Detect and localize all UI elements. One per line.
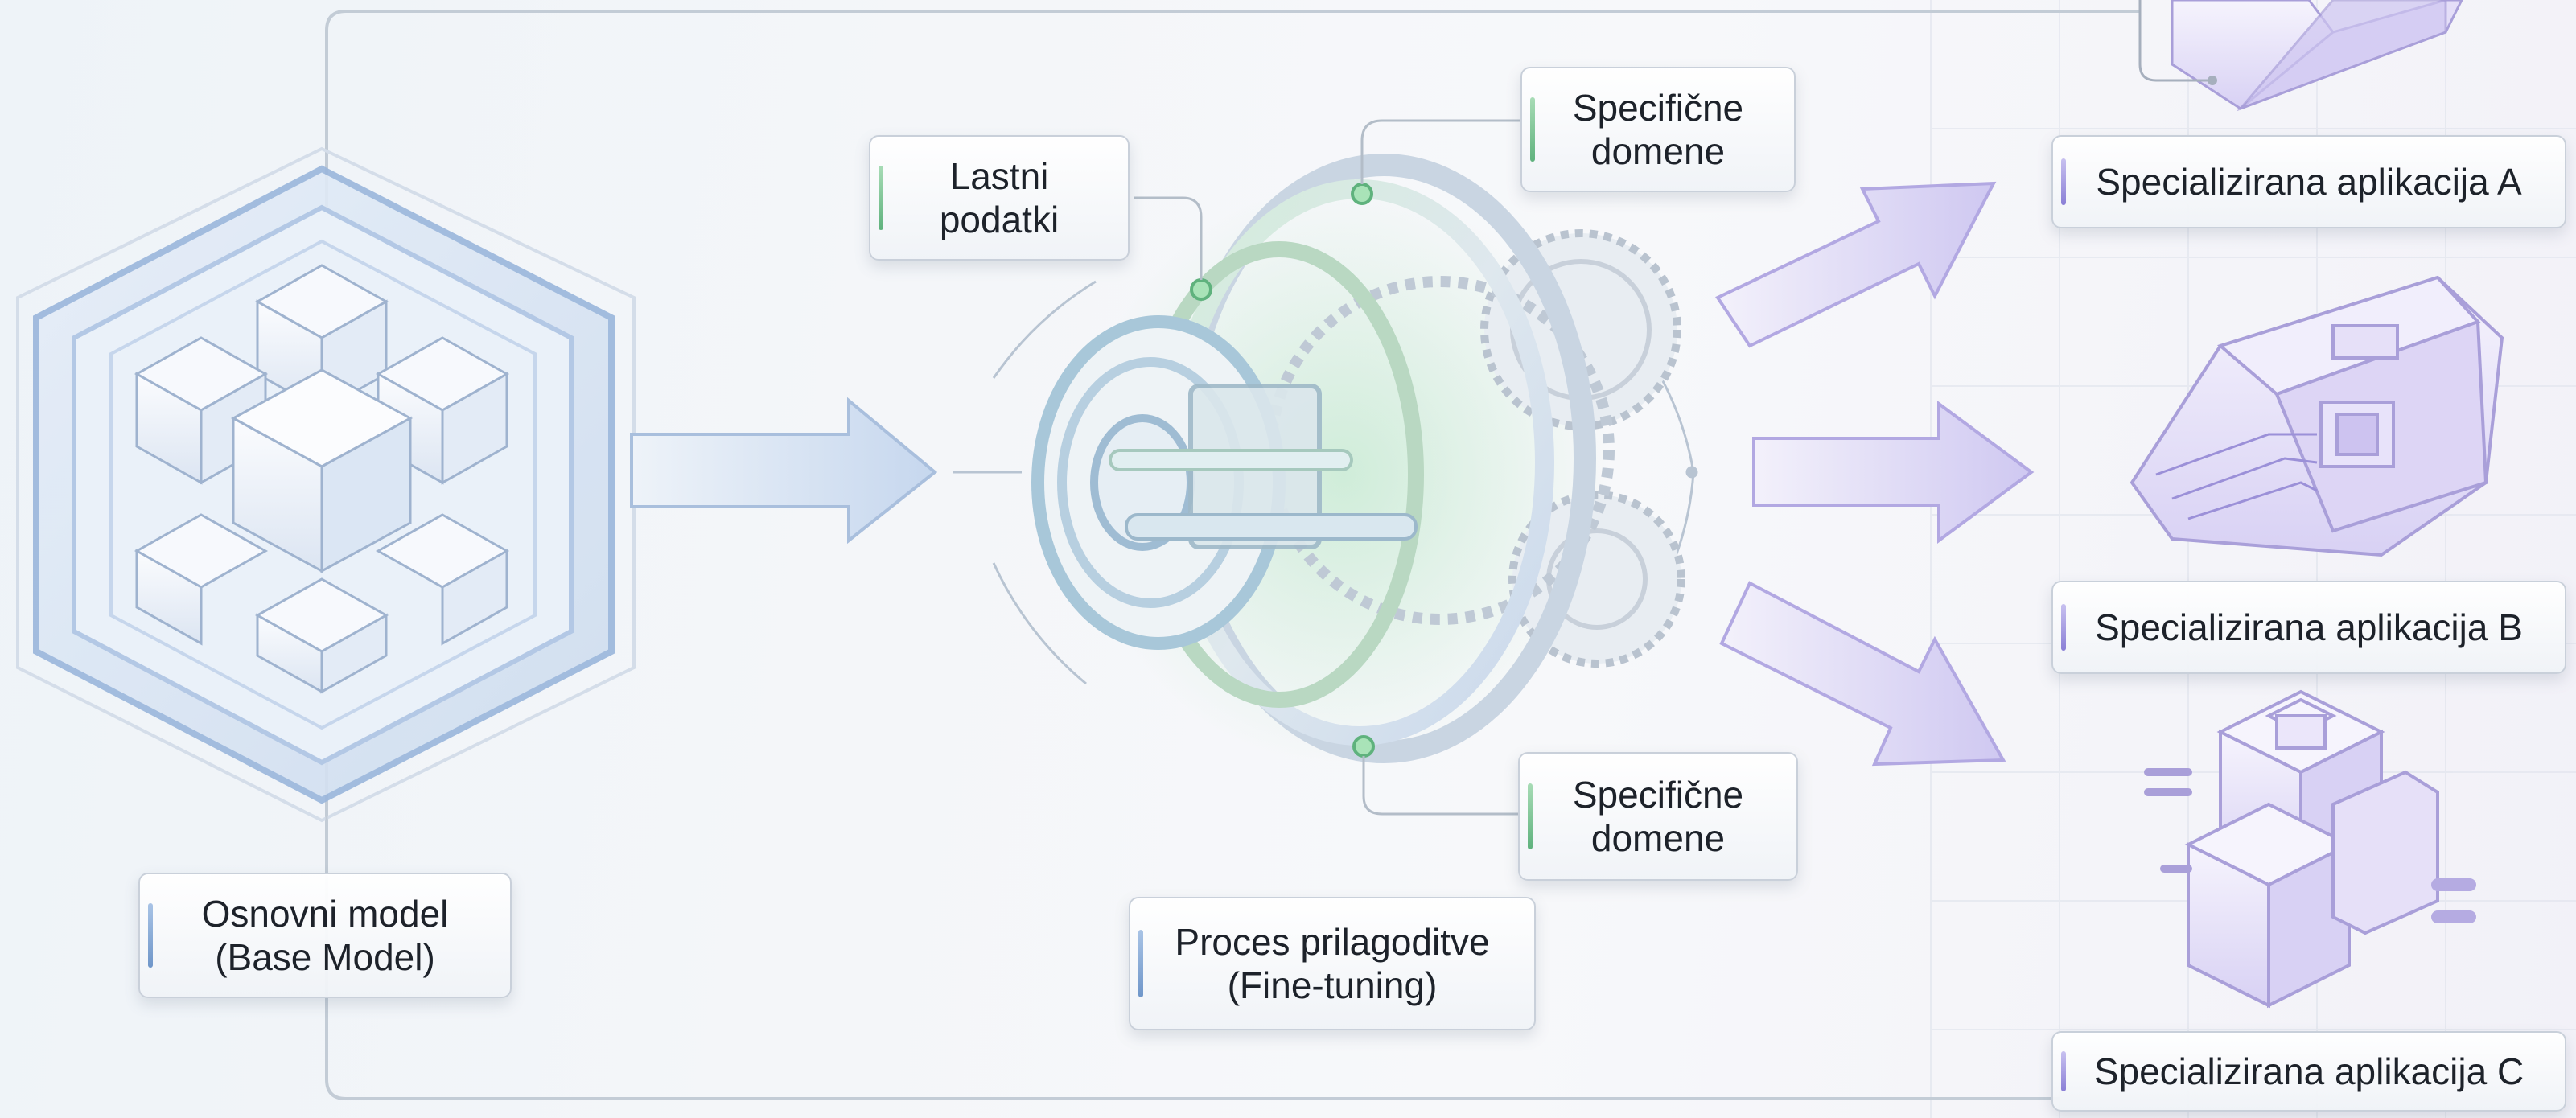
own-data-line2: podatki [939, 199, 1060, 240]
callout-connectors [1134, 119, 1520, 816]
arrow-to-app-b-icon [1752, 401, 2035, 544]
domains-top-line2: domene [1590, 130, 1726, 172]
app-c-text: Specializirana aplikacija C [2093, 1050, 2525, 1092]
accent-bar [2061, 1051, 2066, 1091]
domains-bottom-label: Specifične domene [1518, 752, 1798, 881]
app-b-label: Specializirana aplikacija B [2051, 581, 2566, 674]
accent-bar [148, 903, 153, 968]
domains-top-label: Specifične domene [1520, 67, 1796, 192]
fine-tuning-line1: Proces prilagoditve [1175, 921, 1490, 963]
accent-bar [1528, 783, 1533, 849]
arrow-to-app-a-icon [1715, 181, 1997, 348]
base-model-line1: Osnovni model [201, 893, 449, 935]
accent-bar [1530, 97, 1535, 162]
base-model-label: Osnovni model (Base Model) [138, 873, 512, 998]
crystal-chip-icon [2138, 0, 2463, 112]
domains-top-line1: Specifične [1572, 87, 1744, 129]
accent-bar [2061, 603, 2066, 651]
app-a-label: Specializirana aplikacija A [2051, 135, 2566, 228]
accent-bar [1138, 929, 1143, 998]
arrow-to-fine-tuning-icon [630, 397, 938, 545]
circuit-pod-icon [2130, 275, 2504, 557]
domains-bottom-line1: Specifične [1572, 774, 1744, 816]
arrow-to-app-c-icon [1719, 581, 2006, 767]
accent-bar [879, 166, 883, 230]
cube-cluster-icon [16, 146, 636, 823]
gear-mechanism-icon [1031, 154, 1685, 764]
app-a-text: Specializirana aplikacija A [2096, 161, 2522, 203]
fine-tuning-label: Proces prilagoditve (Fine-tuning) [1129, 897, 1536, 1030]
domains-bottom-line2: domene [1590, 817, 1726, 859]
accent-bar [2061, 158, 2066, 206]
connector-block-icon [2144, 689, 2476, 1009]
fine-tuning-line2: (Fine-tuning) [1227, 964, 1438, 1006]
base-model-line2: (Base Model) [215, 936, 435, 978]
own-data-label: Lastni podatki [869, 135, 1130, 261]
own-data-line1: Lastni [949, 155, 1049, 197]
app-c-label: Specializirana aplikacija C [2051, 1031, 2566, 1112]
app-b-text: Specializirana aplikacija B [2095, 606, 2523, 648]
